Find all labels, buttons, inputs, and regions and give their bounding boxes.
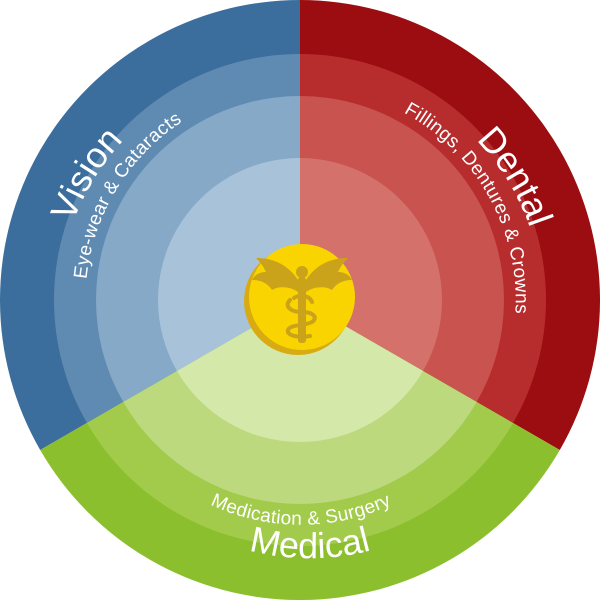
segment-vision [0,0,301,450]
medical-core [177,300,423,443]
snake-coil [285,293,317,339]
segment-medical [40,300,560,600]
medical-title: Medical [247,518,373,566]
caduceus-icon [244,244,355,355]
